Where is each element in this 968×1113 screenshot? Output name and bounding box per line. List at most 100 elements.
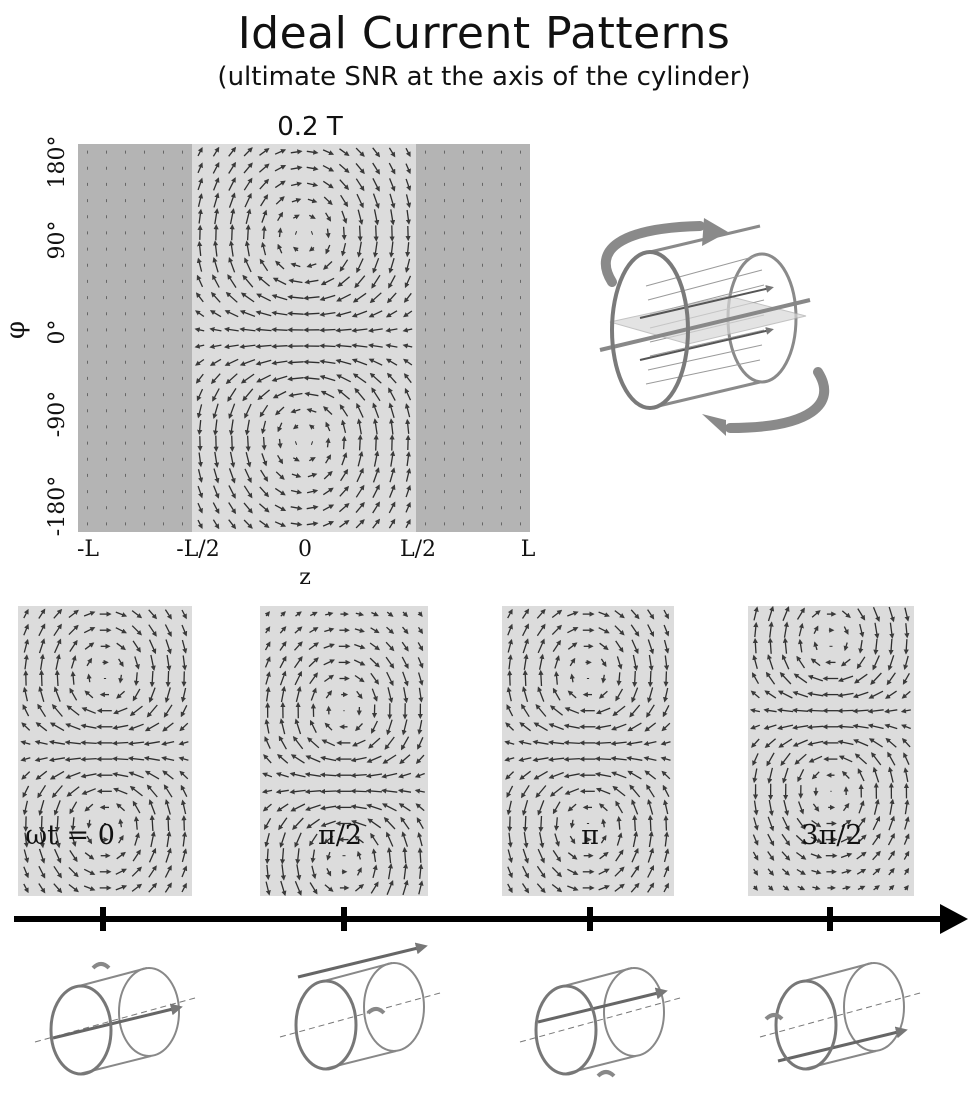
field-arrow [797, 638, 804, 653]
field-arrow [518, 739, 532, 746]
field-arrow [632, 831, 639, 848]
field-arrow [214, 451, 220, 468]
field-arrow [243, 147, 253, 157]
field-arrow [350, 788, 367, 794]
field-arrow [807, 707, 824, 714]
field-arrow [548, 723, 564, 731]
field-arrow [777, 724, 794, 731]
field-arrow [212, 256, 219, 273]
field-arrow [811, 771, 820, 780]
field-arrow [274, 149, 287, 155]
field-arrow [402, 611, 409, 618]
field-arrow [257, 389, 271, 401]
field-arrow [23, 654, 29, 670]
field-arrow [86, 819, 92, 829]
field-arrow [548, 771, 564, 779]
field-arrow [904, 816, 910, 830]
field-arrow [162, 770, 174, 780]
field-arrow [365, 788, 383, 794]
field-arrow [646, 704, 655, 718]
time-panel-3 [748, 606, 914, 896]
field-arrow [228, 403, 236, 420]
field-arrow [388, 178, 396, 192]
field-arrow [887, 832, 895, 846]
field-arrow [339, 519, 350, 528]
field-arrow [615, 688, 624, 702]
field-arrow [872, 868, 881, 876]
field-arrow [403, 358, 413, 366]
field-arrow [242, 274, 254, 288]
field-arrow [265, 626, 271, 634]
field-arrow [782, 637, 788, 654]
field-arrow [310, 687, 317, 701]
field-arrow [753, 621, 759, 638]
field-arrow [279, 718, 286, 735]
field-arrow [144, 722, 160, 732]
field-arrow [417, 626, 424, 635]
field-arrow [661, 722, 671, 732]
field-arrow [308, 657, 319, 668]
field-arrow [320, 820, 336, 828]
field-arrow [131, 610, 143, 619]
field-arrow [228, 519, 237, 530]
field-arrow [228, 502, 236, 515]
field-arrow [80, 773, 97, 779]
field-arrow [294, 441, 298, 445]
field-arrow [868, 690, 884, 699]
field-arrow [323, 406, 333, 415]
field-arrow [197, 452, 203, 468]
field-arrow [750, 724, 761, 730]
field-arrow [197, 420, 203, 436]
field-arrow [404, 275, 412, 289]
field-arrow [886, 672, 896, 686]
field-arrow [178, 740, 189, 746]
x-tick-label: 0 [298, 537, 312, 562]
rotation-arrowhead-lower [702, 414, 726, 436]
current-wire [777, 1026, 908, 1063]
field-arrow [280, 864, 286, 881]
field-arrow [884, 708, 898, 714]
cylinder-back-rim [118, 967, 180, 1057]
field-arrow [563, 773, 580, 779]
field-arrow [398, 772, 412, 779]
field-arrow [228, 419, 235, 436]
time-panel-1 [260, 606, 428, 896]
field-arrow [64, 739, 81, 746]
field-arrow [366, 803, 382, 811]
field-arrow [903, 833, 910, 845]
field-arrow [291, 473, 302, 478]
field-arrow [506, 686, 512, 702]
field-arrow [244, 257, 252, 273]
field-arrow [212, 403, 219, 420]
field-arrow [274, 487, 286, 496]
field-arrow [532, 757, 549, 763]
y-axis: 180° 90° 0° -90° -180° φ [1, 136, 70, 537]
field-arrow [888, 815, 895, 831]
field-arrow [385, 327, 398, 333]
field-arrow [367, 818, 382, 829]
field-arrow [415, 803, 425, 812]
field-arrow [54, 848, 62, 864]
field-arrow [904, 623, 910, 639]
field-arrow [37, 784, 47, 799]
field-arrow [341, 435, 347, 450]
field-arrow [372, 147, 381, 158]
field-arrow [856, 834, 867, 845]
field-arrow [262, 772, 273, 778]
field-arrow [643, 756, 657, 762]
field-arrow [319, 788, 337, 795]
field-arrow [904, 867, 910, 876]
field-arrow [112, 771, 129, 778]
field-arrow [767, 637, 773, 654]
field-arrow [389, 467, 396, 483]
field-arrow [163, 784, 173, 798]
field-arrow [264, 641, 271, 651]
field-arrow [388, 258, 395, 274]
field-arrow [416, 817, 424, 830]
field-arrow [357, 209, 364, 226]
field-arrow [663, 848, 670, 863]
field-arrow [749, 708, 761, 714]
field-arrow [370, 672, 380, 685]
field-arrow [323, 261, 333, 270]
field-arrow [812, 803, 820, 812]
